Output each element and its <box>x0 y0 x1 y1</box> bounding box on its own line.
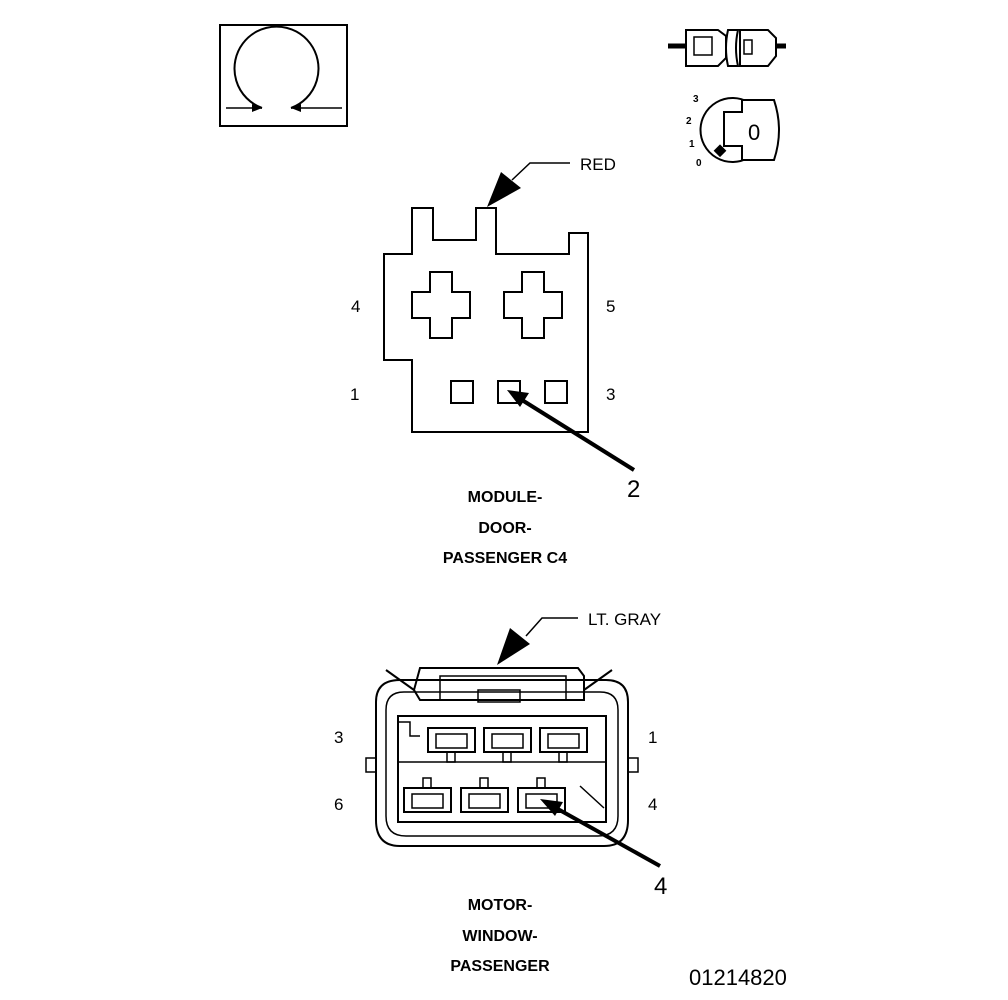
terminal-pin-4 <box>517 777 566 813</box>
pin-label-1: 1 <box>350 385 359 404</box>
pin-label-3: 3 <box>606 385 615 404</box>
caption-line-1: MOTOR- <box>468 897 533 914</box>
caption-line-2: DOOR- <box>478 520 531 537</box>
bottom-connector: LT. GRAY <box>334 610 667 975</box>
color-callout-arrow <box>497 628 530 665</box>
caption-line-1: MODULE- <box>468 489 543 506</box>
pin-label-3: 3 <box>334 728 343 747</box>
key-position-0: 0 <box>696 158 702 169</box>
key-position-1: 1 <box>689 139 695 150</box>
pin-label-4: 4 <box>648 795 657 814</box>
key-switch-icon: 3 2 1 0 0 <box>686 94 780 169</box>
terminal-pin-3 <box>427 727 476 763</box>
terminal-pin-2 <box>483 727 532 763</box>
rotation-symbol-icon <box>219 24 348 127</box>
terminal-pin-5 <box>460 777 509 813</box>
pin-label-5: 5 <box>606 297 615 316</box>
connector-housing <box>375 679 629 847</box>
pin-callout-number: 4 <box>654 873 667 900</box>
cavity-pin-4 <box>411 271 471 339</box>
cavity-pin-1 <box>450 380 474 404</box>
color-callout: RED <box>580 155 616 174</box>
color-callout-arrow <box>487 172 521 207</box>
key-position-3: 3 <box>693 94 699 105</box>
terminal-pin-6 <box>403 777 452 813</box>
key-position-2: 2 <box>686 116 692 127</box>
top-connector: RED 4 5 1 3 2 MODULE- DOOR- PASSENGER C4 <box>350 155 640 567</box>
cavity-pin-3 <box>544 380 568 404</box>
terminal-pin-1 <box>539 727 588 763</box>
connector-housing <box>383 207 589 433</box>
cavity-pin-5 <box>503 271 563 339</box>
color-callout: LT. GRAY <box>588 610 661 629</box>
caption-line-3: PASSENGER C4 <box>443 550 567 567</box>
pin-label-4: 4 <box>351 297 360 316</box>
caption-line-3: PASSENGER <box>450 958 550 975</box>
connector-plug-icon <box>668 29 786 67</box>
key-label: 0 <box>748 120 760 145</box>
figure-id: 01214820 <box>689 965 787 990</box>
pin-callout-number: 2 <box>627 476 640 503</box>
caption-line-2: WINDOW- <box>462 928 537 945</box>
pin-callout-arrow <box>507 390 529 407</box>
pin-label-6: 6 <box>334 795 343 814</box>
pin-callout-arrow <box>540 799 563 816</box>
pin-label-1: 1 <box>648 728 657 747</box>
